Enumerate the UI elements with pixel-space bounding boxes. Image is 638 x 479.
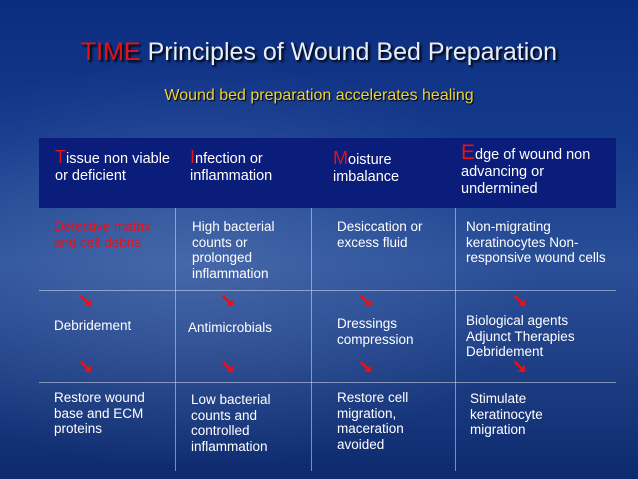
arrow-down-icon: ➘ [512,291,528,312]
outcome-infection: Low bacterial counts and controlled infl… [191,392,271,454]
header-tissue: Tissue non viable or deficient [55,147,175,185]
header-tissue-text: issue non viable or deficient [55,151,170,184]
row-divider [39,382,616,383]
outcome-moisture: Restore cell migration, maceration avoid… [337,390,409,452]
intervention-infection: Antimicrobials [188,320,273,335]
outcome-tissue: Restore wound base and ECM proteins [54,390,145,436]
row-divider [39,290,616,291]
header-infection-text: nfection or inflammation [190,151,273,184]
arrow-down-icon: ➘ [220,357,236,378]
problem-moisture: Desiccation or excess fluid [337,219,423,250]
header-edge: Edge of wound non advancing or undermine… [461,141,611,198]
column-divider [455,208,456,471]
page-title: TIME Principles of Wound Bed Preparation [0,38,638,67]
header-moisture: Moisture imbalance [333,148,448,186]
header-infection: Infection or inflammation [190,147,310,185]
title-accent: TIME [80,38,141,66]
intervention-tissue: Debridement [54,318,132,333]
arrow-down-icon: ➘ [78,291,94,312]
arrow-down-icon: ➘ [220,291,236,312]
intervention-edge: Biological agents Adjunct Therapies Debr… [466,313,575,359]
page-subtitle: Wound bed preparation accelerates healin… [164,87,474,104]
header-bar [39,138,616,208]
arrow-down-icon: ➘ [512,357,528,378]
problem-edge: Non-migrating keratinocytes Non-responsi… [466,219,606,265]
intervention-moisture: Dressings compression [337,316,414,347]
header-infection-cap: I [190,147,196,167]
column-divider [175,208,176,471]
problem-infection: High bacterial counts or prolonged infla… [192,219,275,281]
arrow-down-icon: ➘ [358,291,374,312]
header-edge-cap: E [461,141,476,164]
outcome-edge: Stimulate keratinocyte migration [470,391,543,437]
header-moisture-cap: M [333,148,348,168]
arrow-down-icon: ➘ [358,357,374,378]
header-moisture-text: oisture imbalance [333,152,400,185]
column-divider [311,208,312,471]
header-tissue-cap: T [55,147,66,167]
arrow-down-icon: ➘ [78,357,94,378]
header-edge-text: dge of wound non advancing or undermined [461,147,591,197]
problem-tissue: Defective matrix and cell debris [54,219,151,250]
title-rest: Principles of Wound Bed Preparation [140,38,558,66]
